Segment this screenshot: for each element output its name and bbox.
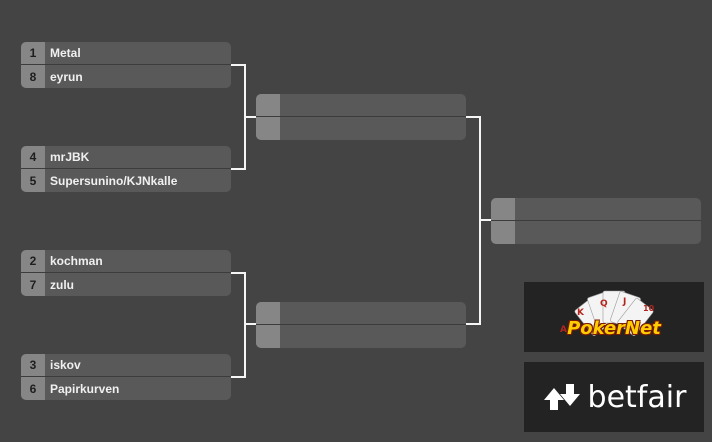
match-r1-4[interactable]: 3 iskov 6 Papirkurven	[21, 354, 231, 400]
slot-divider	[256, 324, 466, 325]
bracket-slot-empty[interactable]	[256, 302, 466, 324]
card-letter: J	[622, 297, 626, 307]
bracket-slot[interactable]: 2 kochman	[21, 250, 231, 272]
slot-divider	[21, 272, 231, 273]
seed-number: 4	[21, 146, 45, 168]
bracket-slot[interactable]: 3 iskov	[21, 354, 231, 376]
seed-number: 7	[21, 273, 45, 296]
bracket-slot-empty[interactable]	[256, 325, 466, 348]
match-r1-1[interactable]: 1 Metal 8 eyrun	[21, 42, 231, 88]
seed-number-empty	[256, 94, 280, 116]
betfair-logo[interactable]: betfair	[524, 362, 704, 432]
card-letter: 10	[643, 304, 655, 313]
card-letter: K	[577, 308, 585, 318]
seed-number: 8	[21, 65, 45, 88]
seed-number: 3	[21, 354, 45, 376]
match-semifinal-1[interactable]	[256, 94, 466, 140]
slot-divider	[21, 64, 231, 65]
player-name: kochman	[50, 254, 103, 268]
bracket-connector	[479, 219, 491, 221]
bracket-connector	[231, 64, 246, 66]
pokernet-logo[interactable]: A K Q J 10 PokerNet	[524, 282, 704, 352]
match-semifinal-2[interactable]	[256, 302, 466, 348]
bracket-connector	[244, 116, 256, 118]
player-name: iskov	[50, 358, 81, 372]
slot-divider	[21, 376, 231, 377]
player-name: mrJBK	[50, 150, 90, 164]
seed-number-empty	[256, 302, 280, 324]
match-final[interactable]	[491, 198, 701, 244]
bracket-connector	[231, 168, 246, 170]
seed-number-empty	[491, 198, 515, 220]
playing-cards-icon: A K Q J 10	[560, 290, 655, 336]
seed-number: 2	[21, 250, 45, 272]
pokernet-wordmark: PokerNet	[567, 318, 661, 339]
seed-number-empty	[256, 325, 280, 348]
player-name: Supersunino/KJNkalle	[50, 173, 178, 188]
bracket-slot[interactable]: 1 Metal	[21, 42, 231, 64]
player-name: Metal	[50, 46, 81, 60]
bracket-slot[interactable]: 8 eyrun	[21, 65, 231, 88]
bracket-connector	[231, 376, 246, 378]
slot-divider	[491, 220, 701, 221]
match-r1-2[interactable]: 4 mrJBK 5 Supersunino/KJNkalle	[21, 146, 231, 192]
bracket-connector	[244, 323, 256, 325]
bracket-connector	[466, 116, 481, 118]
seed-number: 5	[21, 169, 45, 192]
card-letter: Q	[600, 299, 608, 309]
bracket-connector	[466, 323, 481, 325]
betfair-wordmark: betfair	[587, 379, 687, 415]
card-letter: A	[560, 325, 567, 335]
bracket-connector	[244, 272, 246, 378]
seed-number-empty	[256, 117, 280, 140]
bracket-slot[interactable]: 4 mrJBK	[21, 146, 231, 168]
seed-number: 1	[21, 42, 45, 64]
slot-divider	[21, 168, 231, 169]
player-name: eyrun	[50, 69, 83, 84]
seed-number: 6	[21, 377, 45, 400]
bracket-connector	[231, 272, 246, 274]
bracket-slot-empty[interactable]	[491, 221, 701, 244]
match-r1-3[interactable]: 2 kochman 7 zulu	[21, 250, 231, 296]
bracket-slot[interactable]: 5 Supersunino/KJNkalle	[21, 169, 231, 192]
bracket-slot[interactable]: 7 zulu	[21, 273, 231, 296]
bracket-slot-empty[interactable]	[256, 117, 466, 140]
bracket-slot[interactable]: 6 Papirkurven	[21, 377, 231, 400]
seed-number-empty	[491, 221, 515, 244]
player-name: zulu	[50, 277, 74, 292]
player-name: Papirkurven	[50, 381, 120, 396]
bracket-slot-empty[interactable]	[491, 198, 701, 220]
betfair-arrows-icon	[543, 384, 580, 410]
bracket-slot-empty[interactable]	[256, 94, 466, 116]
slot-divider	[256, 116, 466, 117]
